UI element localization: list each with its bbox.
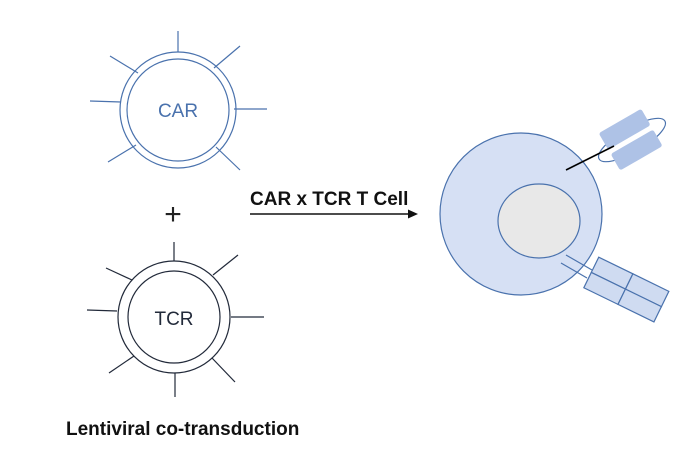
caption: Lentiviral co-transduction [66, 419, 300, 440]
tcr-inner-envelope [127, 270, 221, 364]
cell-nucleus [497, 183, 581, 259]
car-outer-envelope [119, 51, 237, 169]
transduction-arrow [250, 209, 418, 219]
car-inner-envelope [126, 58, 230, 162]
arrow-label: CAR x TCR T Cell [250, 189, 408, 210]
tcr-lentivirus-icon [86, 242, 264, 397]
car-lentivirus-icon [89, 31, 267, 171]
tcr-vector-label: TCR [154, 309, 193, 330]
plus-sign: + [164, 198, 182, 231]
car-vector-label: CAR [158, 101, 198, 122]
tcr-outer-envelope [117, 260, 231, 374]
car-receptor-icon [597, 109, 667, 170]
t-cell-icon [439, 132, 603, 296]
tcr-receptor-icon [560, 254, 670, 323]
car-receptor-stalk [565, 145, 615, 171]
tcr-spikes [86, 242, 264, 397]
tcr-receptor-stalk [560, 254, 593, 279]
